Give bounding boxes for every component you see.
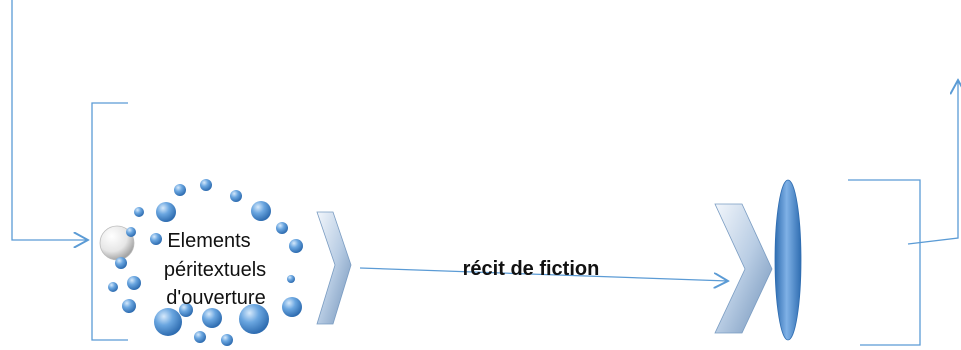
left-label-line1: Elements [167, 230, 250, 252]
chevron-right-icon-left [316, 211, 352, 325]
left-label-line2: péritextuels [164, 259, 266, 281]
center-label: récit de fiction [463, 258, 600, 280]
left-bracket [91, 102, 128, 341]
chevron-right-icon-right [714, 203, 773, 334]
bubble-cluster-icon [99, 179, 303, 346]
center-connector-line [359, 267, 728, 281]
ellipse-icon [774, 179, 802, 341]
entry-connector-line [11, 0, 88, 240]
right-bracket [848, 179, 921, 346]
left-label-line3: d'ouverture [166, 287, 265, 309]
exit-connector-line [907, 80, 958, 245]
